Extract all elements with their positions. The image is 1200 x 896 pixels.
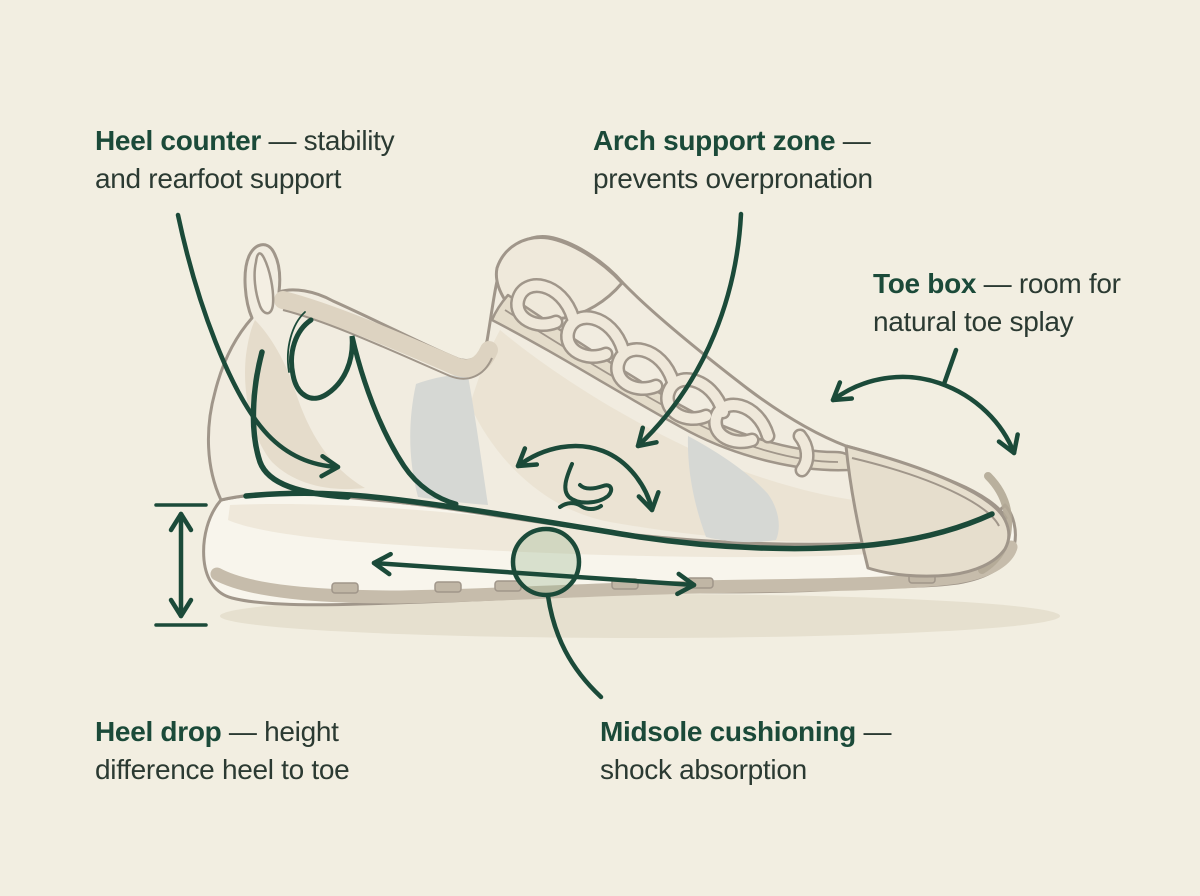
shoe-shadow <box>220 594 1060 638</box>
midsole-span-arrow <box>371 551 697 597</box>
arch-support-arrow <box>635 211 744 449</box>
heel-counter-desc: stability and rearfoot support <box>95 125 395 194</box>
heel-counter-label: Heel counter — stability and rearfoot su… <box>95 122 440 198</box>
toe-box-arc <box>830 374 1020 456</box>
collar-piping <box>282 309 493 380</box>
arch-support-desc: prevents overpronation <box>593 163 873 194</box>
midfoot-panel <box>687 436 779 543</box>
midsole-desc: shock absorption <box>600 754 807 785</box>
toe-box-label: Toe box — room for natural toe splay <box>873 265 1151 341</box>
midsole-circle <box>510 526 582 598</box>
arch-icon <box>558 462 614 511</box>
heel-counter-arrow <box>175 212 341 479</box>
toe-box-term: Toe box <box>873 268 977 299</box>
heel-drop-term: Heel drop <box>95 716 222 747</box>
toe-box-desc: room for natural toe splay <box>873 268 1121 337</box>
toe-box-connector <box>941 347 959 387</box>
arch-zone-arc <box>515 443 661 513</box>
heel-counter-outline <box>250 311 459 507</box>
heel-drop-sep: — <box>228 716 257 747</box>
collar-band <box>274 291 498 378</box>
heel-drop-label: Heel drop — height difference heel to to… <box>95 713 430 789</box>
arch-support-sep: — <box>842 125 871 156</box>
arch-support-label: Arch support zone — prevents overpronati… <box>593 122 945 198</box>
heel-drop-desc: height difference heel to toe <box>95 716 350 785</box>
sole-accent-stripe <box>243 490 995 552</box>
heel-tab-hole <box>253 252 275 315</box>
midsole-connector <box>545 593 604 700</box>
heel-drop-measure-icon <box>154 503 208 627</box>
arch-support-term: Arch support zone <box>593 125 836 156</box>
sole-shading <box>228 504 985 558</box>
heel-counter-term: Heel counter <box>95 125 261 156</box>
midsole-label: Midsole cushioning — shock absorption <box>600 713 968 789</box>
annotations <box>154 211 1020 700</box>
midsole-sep: — <box>863 716 892 747</box>
quarter-panel <box>410 375 488 505</box>
toe-box-sep: — <box>983 268 1012 299</box>
heel-counter-sep: — <box>268 125 297 156</box>
midsole-term: Midsole cushioning <box>600 716 856 747</box>
heel-panel <box>245 320 365 490</box>
laces <box>510 278 815 478</box>
